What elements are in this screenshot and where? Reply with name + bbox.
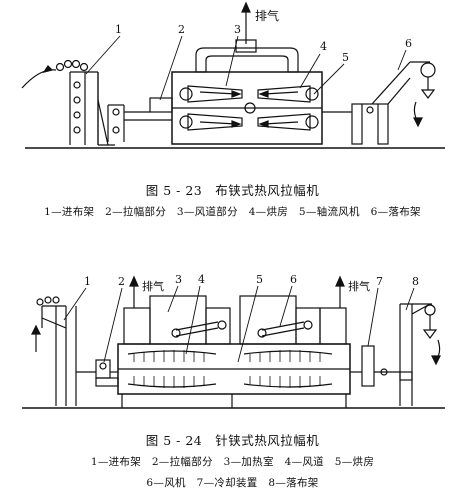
callouts <box>63 285 415 363</box>
exhaust-arrow-right-icon <box>335 275 345 308</box>
callout-1: 1 <box>115 23 122 36</box>
callout-4: 4 <box>198 273 205 286</box>
air-duct <box>195 39 299 73</box>
figure-5-23-drawing: 排气 <box>21 1 445 149</box>
exhaust-label: 排气 <box>255 8 279 23</box>
callout-5: 5 <box>342 51 349 64</box>
callout-1: 1 <box>84 275 91 288</box>
delivery-rack <box>399 303 441 406</box>
cooling-unit <box>350 345 400 387</box>
dryer-chamber <box>117 295 351 408</box>
callout-4: 4 <box>320 40 327 53</box>
exhaust-label-left: 排气 <box>142 279 164 293</box>
callout-3: 3 <box>234 23 241 36</box>
callouts <box>85 35 407 101</box>
dryer-chamber <box>171 71 323 145</box>
callout-6: 6 <box>290 273 297 286</box>
stenter-section <box>95 359 119 387</box>
stenter-section <box>107 97 173 142</box>
exhaust-label-right: 排气 <box>348 279 370 293</box>
figure-2-legend-line-1: 1—进布架 2—拉幅部分 3—加热室 4—风道 5—烘房 <box>90 456 375 468</box>
figure-1-legend: 1—进布架 2—拉幅部分 3—风道部分 4—烘房 5—轴流风机 6—落布架 <box>44 206 421 218</box>
callout-6: 6 <box>405 37 412 50</box>
exhaust-arrow-icon <box>241 1 251 44</box>
figure-2-legend-line-2: 6—风机 7—冷却装置 8—落布架 <box>146 477 319 489</box>
delivery-rack <box>351 61 436 145</box>
exhaust-arrow-left-icon <box>129 275 139 308</box>
figure-2-caption: 图 5 - 24 针铗式热风拉幅机 <box>145 433 320 448</box>
callout-2: 2 <box>178 23 185 36</box>
feed-rack <box>21 59 115 146</box>
callout-8: 8 <box>412 275 419 288</box>
figure-5-24-drawing: 排气 排气 <box>22 273 445 409</box>
callout-5: 5 <box>256 273 263 286</box>
figure-1-caption: 图 5 - 23 布铗式热风拉幅机 <box>145 183 320 198</box>
callout-3: 3 <box>175 273 182 286</box>
callout-7: 7 <box>376 275 383 288</box>
callout-2: 2 <box>118 275 125 288</box>
feed-rack <box>31 296 96 406</box>
